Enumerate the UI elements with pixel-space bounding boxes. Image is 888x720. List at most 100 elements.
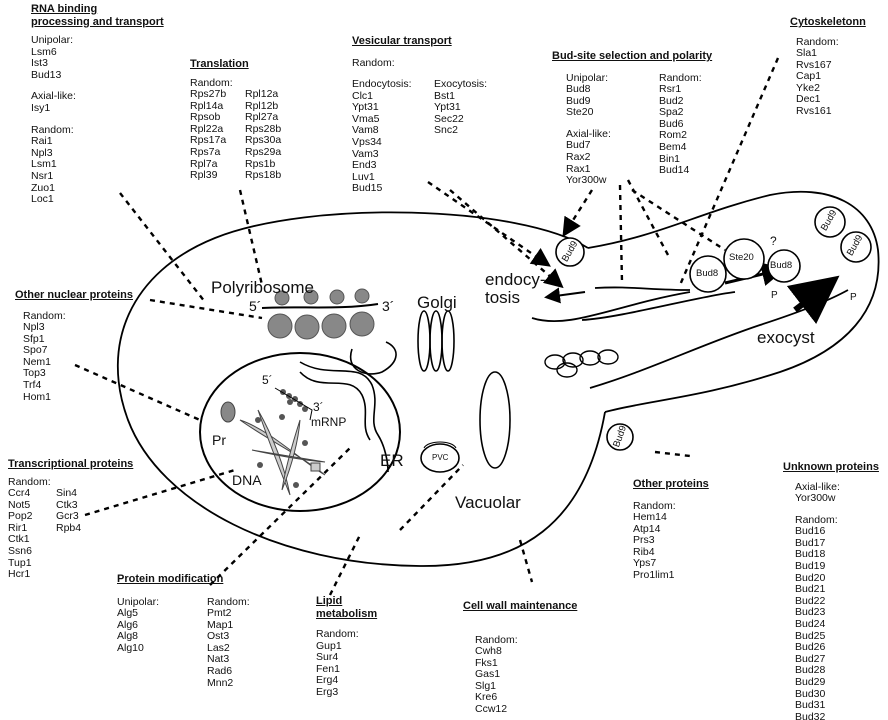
protein-name: Rpb4 [56,523,81,535]
label-axial: Axial-like: [31,91,164,103]
protein-name: Pro1lim1 [633,570,709,582]
label-pr: Pr [212,432,226,448]
protein-name: Hcr1 [8,569,56,581]
label-mrnp-3prime: 3´ [313,400,324,414]
group-unknown: Unknown proteins Axial-like:Yor300w Rand… [783,461,879,720]
list-random: Sla1Rvs167Cap1Yke2Dec1Rvs161 [796,48,866,118]
list-random: Pmt2Map1Ost3Las2Nat3Rad6Mnn2 [207,608,250,689]
group-title: Cytoskeletonn [790,16,866,29]
label-dna: DNA [232,472,262,488]
list-random: Npl3Sfp1Spo7Nem1Top3Trf4Hom1 [23,322,133,403]
group-title: Transcriptional proteins [8,458,133,471]
label-vacuolar: Vacuolar [455,493,521,513]
group-title: Cell wall maintenance [463,600,577,613]
group-title: RNA binding processing and transport [31,3,164,28]
list-endocytosis: Clc1Ypt31Vma5Vam8Vps34Vam3End3Luv1Bud15 [352,91,434,195]
protein-name: Alg10 [117,643,207,655]
dna-box [311,463,320,471]
group-bud-site: Bud-site selection and polarity Unipolar… [552,50,712,197]
protein-name: Yor300w [566,175,659,187]
protein-name: Rps29a [245,147,281,159]
protein-name: Bud19 [795,561,879,573]
protein-name: Bud24 [795,619,879,631]
label-random: Random: [316,629,377,641]
label-mrnp: mRNP [311,415,346,429]
group-title: Translation [190,58,281,71]
group-title: Other nuclear proteins [15,289,133,302]
arrow-endocytosis [548,292,585,297]
protein-name: Rsr1 [659,84,702,96]
group-title: Bud-site selection and polarity [552,50,712,63]
label-bud8-tip: Bud8 [770,260,792,271]
label-question: ? [770,234,777,248]
secretory-vesicles [545,350,618,377]
label-polyribosome: Polyribosome [211,278,314,298]
label-pvc: PVC [432,453,448,462]
protein-name: Bud8 [566,84,659,96]
protein-name: Bud29 [795,677,879,689]
label-exocyst: exocyst [757,328,815,348]
protein-name: Mnn2 [207,678,250,690]
nucleolus-pr [221,402,235,422]
label-golgi: Golgi [417,293,457,313]
protein-name: Rvs161 [796,106,866,118]
protein-name: Hom1 [23,392,133,404]
protein-name: Isy1 [31,103,164,115]
label-mrnp-5prime: 5´ [262,373,273,387]
protein-name: Rps18b [245,170,281,182]
label-endocytosis: endocy- tosis [485,271,545,307]
protein-name: Rpl39 [190,170,245,182]
protein-name: Rpl12a [245,89,281,101]
protein-name: Vps34 [352,137,434,149]
label-5prime: 5´ [249,298,261,314]
protein-name: Cwh8 [475,646,577,658]
protein-name: Ssn6 [8,546,56,558]
protein-name: Trf4 [23,380,133,392]
list-unipolar: Lsm6Ist3Bud13 [31,47,164,82]
protein-name: Pmt2 [207,608,250,620]
protein-name: Lsm6 [31,47,164,59]
list-random: Bud16Bud17Bud18Bud19Bud20Bud21Bud22Bud23… [795,526,879,720]
group-title: Vesicular transport [352,35,487,48]
mother-cell-outline [118,212,605,566]
protein-name: Bud15 [352,183,434,195]
mrnp-particles [280,389,308,412]
protein-name: Loc1 [31,194,164,206]
protein-name: Ccr4 [8,488,56,500]
protein-name: Nsr1 [31,171,164,183]
protein-name: Bem4 [659,142,702,154]
label-exocytosis: Exocytosis: [434,79,487,91]
group-title: Other proteins [633,478,709,491]
label-p-1: P [771,290,778,301]
list-axial: Bud7Rax2Rax1Yor300w [566,140,659,186]
protein-name: Yor300w [795,493,879,505]
protein-name: Ccw12 [475,704,577,716]
group-rna-binding: RNA binding processing and transport Uni… [31,3,164,216]
protein-name: Snc2 [434,125,487,137]
group-title: Unknown proteins [783,461,879,474]
ribosome-strand [262,289,396,374]
protein-name: Rax2 [566,152,659,164]
protein-name: Sin4 [56,488,81,500]
golgi-stack [418,311,454,371]
protein-name: Rps27b [190,89,245,101]
group-other: Other proteins Random:Hem14Atp14Prs3Rib4… [633,478,709,582]
group-vesicular: Vesicular transport Random: Endocytosis:… [352,35,487,195]
group-title: Lipid metabolism [316,595,377,620]
protein-name: Alg5 [117,608,207,620]
label-unipolar: Unipolar: [31,35,164,47]
